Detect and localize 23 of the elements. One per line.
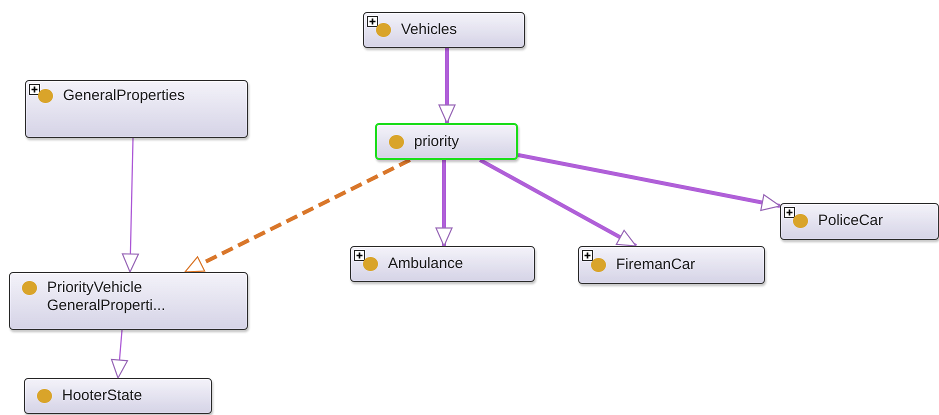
class-box — [780, 203, 939, 240]
arrow — [110, 330, 128, 379]
class-name: Vehicles — [401, 20, 458, 38]
class-box — [24, 378, 212, 414]
class-box — [375, 123, 518, 160]
class-name: FiremanCar — [616, 256, 696, 274]
arrow — [438, 48, 456, 124]
class-name: GeneralProperties — [63, 87, 186, 105]
class-name: Ambulance — [388, 254, 464, 272]
arrow — [122, 138, 139, 273]
class-box — [9, 272, 248, 330]
class-name: priority — [414, 133, 460, 151]
class-name: PoliceCar — [818, 212, 884, 230]
class-box — [363, 12, 525, 48]
class-name: HooterState — [62, 386, 144, 404]
dashed-arrow — [184, 158, 411, 274]
class-box — [350, 246, 535, 282]
arrow — [518, 153, 781, 212]
class-box — [578, 246, 765, 284]
arrow — [435, 160, 453, 247]
class-name: PriorityVehicle GeneralProperti... — [47, 279, 166, 315]
arrow — [479, 158, 637, 248]
class-box — [25, 80, 248, 138]
